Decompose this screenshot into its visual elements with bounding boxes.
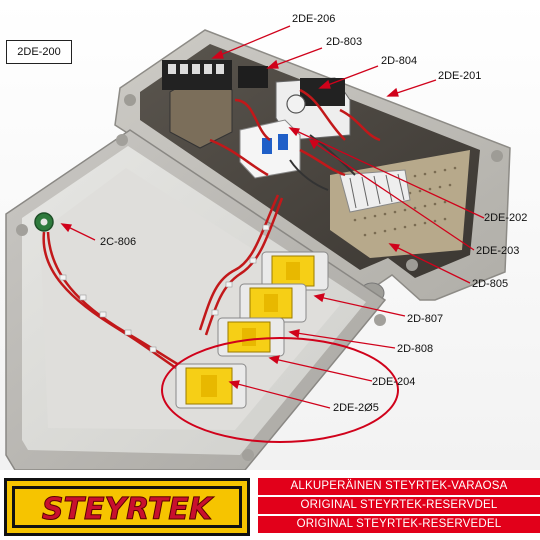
switch-modules bbox=[175, 251, 329, 409]
label-2d-808: 2D-808 bbox=[397, 343, 434, 355]
slogan-finnish: ALKUPERÄINEN STEYRTEK-VARAOSA bbox=[258, 478, 540, 495]
svg-text:STEYRTEK: STEYRTEK bbox=[42, 492, 215, 527]
slogan-swedish: ORIGINAL STEYRTEK-RESERVDEL bbox=[258, 497, 540, 514]
enclosure-lid bbox=[5, 129, 387, 470]
label-2de-201: 2DE-201 bbox=[438, 70, 482, 82]
label-2de-203: 2DE-203 bbox=[476, 245, 520, 257]
label-2de-205: 2DE-2Ø5 bbox=[333, 402, 379, 414]
enclosure-body bbox=[114, 29, 511, 304]
slogan-norwegian: ORIGINAL STEYRTEK-RESERVEDEL bbox=[258, 516, 540, 533]
label-2d-807: 2D-807 bbox=[407, 313, 444, 325]
leader-lines bbox=[60, 25, 485, 409]
label-2de-202: 2DE-202 bbox=[484, 212, 528, 224]
label-2c-806: 2C-806 bbox=[100, 236, 137, 248]
part-number-main: 2DE-200 bbox=[6, 40, 72, 64]
label-2de-204: 2DE-204 bbox=[372, 376, 416, 388]
steyrtek-logo: STEYRTEK bbox=[4, 478, 250, 536]
electrical-box-photo bbox=[0, 0, 540, 470]
label-2de-206: 2DE-206 bbox=[292, 13, 336, 25]
label-2d-804: 2D-804 bbox=[381, 55, 418, 67]
label-2d-803: 2D-803 bbox=[326, 36, 363, 48]
highlight-ellipse bbox=[161, 337, 399, 443]
label-2d-805: 2D-805 bbox=[472, 278, 509, 290]
